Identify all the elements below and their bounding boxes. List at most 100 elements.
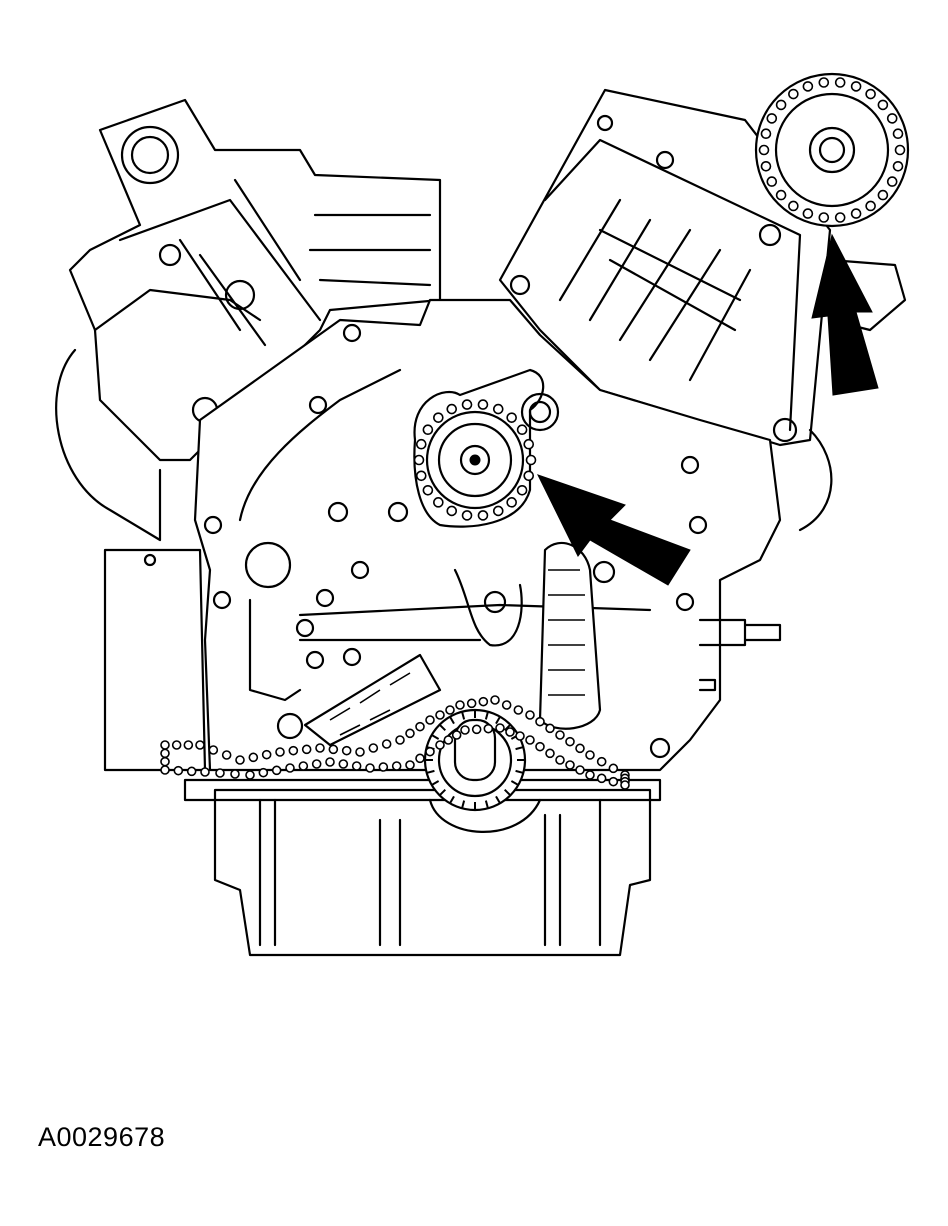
chain-link	[460, 725, 470, 735]
chain-link	[200, 767, 210, 777]
sprocket-tooth	[515, 746, 524, 751]
chain-link	[525, 710, 535, 720]
chain-link	[766, 113, 778, 124]
sprocket-tooth	[449, 795, 455, 804]
chain-link	[446, 403, 458, 415]
chain-link	[850, 81, 862, 92]
chain-link	[160, 765, 170, 775]
chain-link	[505, 727, 515, 737]
chain-link	[523, 438, 535, 450]
oil-pan	[183, 778, 662, 957]
chain-link	[545, 748, 555, 759]
chain-link	[892, 128, 904, 140]
chain-link	[477, 399, 489, 410]
left-camshaft-sprocket	[413, 368, 560, 528]
chain-link	[455, 700, 465, 710]
chain-link	[341, 745, 352, 756]
chain-link	[760, 128, 772, 140]
chain-link	[415, 470, 427, 482]
chain-link	[461, 399, 473, 410]
chain-link	[248, 752, 259, 763]
chain-link	[877, 99, 889, 111]
chain-link	[501, 700, 512, 710]
chain-link	[325, 757, 335, 767]
sprocket-tooth	[495, 716, 501, 725]
sprocket-tooth	[484, 800, 489, 809]
right-camshaft-sprocket	[754, 72, 910, 228]
chain-link	[446, 505, 458, 517]
chain-link	[865, 200, 876, 212]
chain-link	[451, 730, 462, 740]
chain-link	[620, 780, 630, 790]
chain-link	[415, 753, 425, 764]
chain-link	[775, 189, 787, 201]
sprocket-tooth	[449, 716, 455, 725]
chain-link	[395, 735, 405, 745]
center-pointer-arrow	[537, 474, 691, 586]
chain-link	[575, 765, 585, 775]
chain-link	[788, 88, 799, 100]
chain-link	[160, 740, 170, 750]
chain-link	[523, 470, 535, 482]
chain-link	[886, 113, 898, 124]
chain-link	[555, 730, 565, 740]
chain-link	[483, 723, 494, 734]
chain-link	[565, 736, 575, 747]
figure-id-label: A0029678	[38, 1122, 166, 1152]
chain-link	[506, 412, 517, 423]
sprocket-tooth	[503, 788, 512, 797]
chain-link	[535, 741, 545, 752]
sprocket-tooth	[503, 723, 512, 732]
chain-link	[492, 505, 504, 517]
chain-link	[298, 761, 309, 771]
chain-link	[575, 743, 585, 754]
sprocket-tooth	[515, 769, 524, 774]
chain-link	[435, 710, 445, 720]
chain-link	[415, 438, 427, 450]
chain-link	[422, 424, 434, 436]
chain-link	[788, 200, 799, 212]
chain-link	[766, 176, 778, 187]
chain-link	[818, 77, 830, 88]
chain-link	[315, 743, 325, 753]
chain-link	[301, 744, 312, 755]
chain-link	[245, 770, 255, 780]
chain-link	[311, 759, 322, 769]
chain-link	[443, 735, 454, 745]
chain-link	[877, 189, 889, 201]
chain-link	[195, 740, 205, 750]
chain-link	[802, 81, 814, 92]
chain-link	[565, 760, 575, 770]
chain-link	[490, 695, 500, 705]
sprocket-tooth	[438, 723, 447, 732]
chain-link	[258, 767, 269, 778]
chain-link	[433, 412, 444, 423]
chain-link	[834, 77, 846, 88]
chain-link	[850, 208, 862, 219]
chain-link	[160, 748, 170, 759]
chain-link	[422, 484, 434, 496]
chain-link	[365, 763, 375, 773]
chain-link	[535, 716, 545, 727]
chain-link	[391, 761, 402, 771]
sprocket-tooth	[426, 769, 435, 774]
chain-link	[492, 403, 504, 415]
chain-link	[435, 740, 445, 750]
chain-link	[466, 698, 477, 709]
chain-link	[221, 750, 232, 760]
chain-link	[516, 424, 528, 436]
engine-timing-diagram	[55, 72, 910, 957]
chain-link	[461, 510, 473, 521]
chain-link	[433, 497, 444, 508]
chain-link	[285, 763, 295, 773]
chain-link	[261, 749, 272, 760]
chain-link	[802, 208, 814, 219]
chain-link	[338, 759, 349, 769]
sprocket-tooth	[431, 780, 440, 786]
chain-link	[516, 484, 528, 496]
chain-link	[525, 454, 537, 466]
sprocket-tooth	[510, 780, 519, 786]
chain-link	[235, 755, 245, 765]
chain-link	[545, 723, 555, 734]
chain-link	[425, 746, 435, 757]
